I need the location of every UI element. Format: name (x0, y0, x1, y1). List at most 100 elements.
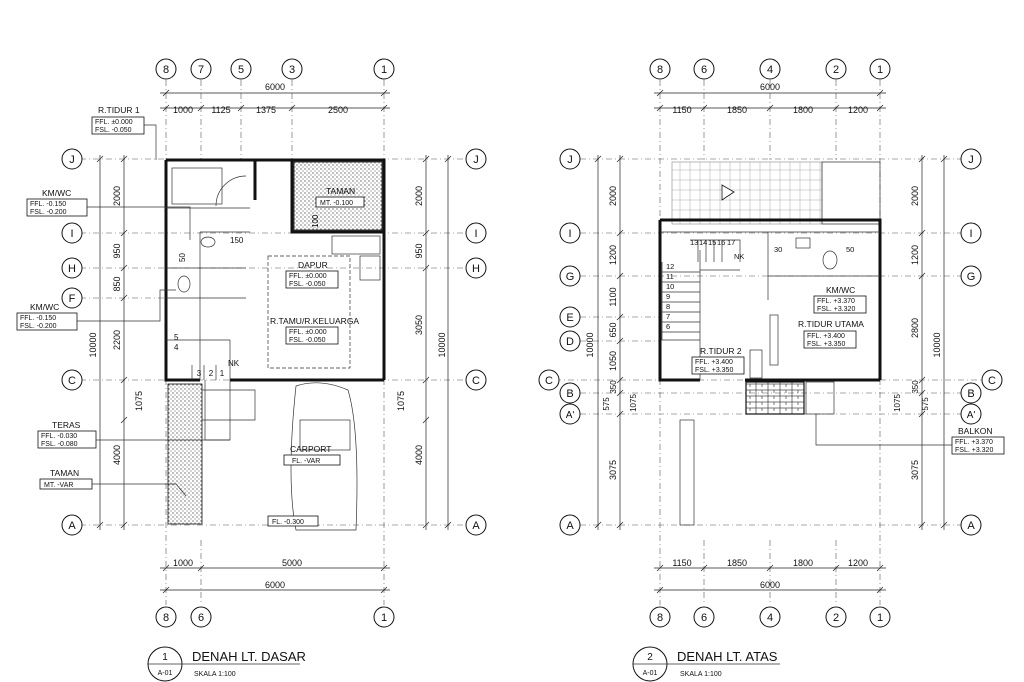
fsl-value: FSL. -0.200 (20, 323, 57, 330)
grid-bubble: 3 (289, 64, 295, 76)
plan1-side-grid-bubbles: J I H F C A J I H C A (61, 148, 487, 536)
plan2-stairs: 6 7 8 9 10 11 12 13 14 15 16 17 NK (666, 238, 744, 331)
plan1-dim-right: 1075 (396, 391, 406, 411)
plan2-total-side-right: 10000 (932, 332, 942, 357)
grid-bubble: C (988, 375, 996, 387)
plan2-total-bottom: 6000 (760, 580, 780, 590)
grid-bubble: H (472, 263, 480, 275)
plan2-dim-left: 575 (602, 397, 611, 411)
plan1-dim-left: 1075 (134, 391, 144, 411)
plan2-dim-right: 2800 (910, 318, 920, 338)
stair-number: 14 (699, 238, 707, 247)
ffl-value: FFL. +3.370 (817, 298, 855, 305)
plan2-room-labels: KM/WC FFL. +3.370 FSL. +3.320 R.TIDUR UT… (691, 285, 1005, 455)
fsl-value: FSL. +3.320 (955, 447, 993, 454)
fsl-value: FSL. -0.080 (41, 441, 78, 448)
stair-number: 16 (717, 238, 725, 247)
ffl-value: FFL. +3.370 (955, 439, 993, 446)
ffl-value: FFL. -0.150 (20, 315, 56, 322)
plan2-dim-left: 2000 (608, 186, 618, 206)
grid-bubble: J (567, 154, 573, 166)
plan2-dim-bottom: 1150 (672, 558, 691, 568)
room-km-wc: KM/WC (30, 302, 59, 312)
sheet-number: A-01 (158, 670, 173, 677)
dim-50: 50 (178, 253, 187, 262)
plan2-dim-top: 1850 (727, 105, 747, 115)
grid-bubble: J (968, 154, 974, 166)
fsl-value: FSL. +3.320 (817, 306, 855, 313)
fsl-value: FSL. -0.200 (30, 209, 67, 216)
stair-number: 7 (666, 312, 670, 321)
plan2-dim-bottom: 1800 (793, 558, 813, 568)
room-r-tidur-utama: R.TIDUR UTAMA (798, 319, 864, 329)
stair-number: 9 (666, 292, 670, 301)
plan2-dim-right: 2000 (910, 186, 920, 206)
stair-number: 5 (174, 333, 179, 342)
room-r-tidur-2: R.TIDUR 2 (700, 346, 742, 356)
drawing-scale: SKALA 1:100 (194, 671, 236, 678)
mt-value: MT. -0.100 (320, 200, 353, 207)
grid-bubble: A (472, 520, 480, 532)
grid-bubble: 8 (657, 64, 663, 76)
plan1-dim-left: 950 (112, 243, 122, 258)
plan2-dim-left: 650 (608, 322, 618, 337)
grid-bubble: I (70, 228, 73, 240)
plan1-dim-top-2: 1125 (211, 105, 230, 115)
grid-bubble: J (69, 154, 75, 166)
plan2-total-side-left: 10000 (585, 332, 595, 357)
grid-bubble: D (566, 336, 574, 348)
grid-bubble: 6 (701, 612, 707, 624)
stair-number: 17 (727, 238, 735, 247)
ffl-value: FFL. ±0.000 (95, 119, 133, 126)
room-r-tidur-1: R.TIDUR 1 (98, 105, 140, 115)
plan1-bottom-dims: 1000 5000 6000 8 6 1 (155, 558, 395, 628)
plan2-dim-right: 3075 (910, 460, 920, 480)
grid-bubble: 6 (198, 612, 204, 624)
grid-bubble: J (473, 154, 479, 166)
stair-number: 12 (666, 262, 674, 271)
plan1-dim-left: 4000 (112, 445, 122, 465)
stair-number: 3 (197, 369, 202, 378)
grid-bubble: 2 (833, 612, 839, 624)
plan2-title-block: 2 A-01 DENAH LT. ATAS SKALA 1:100 (632, 646, 780, 682)
grid-bubble: 1 (877, 64, 883, 76)
grid-bubble: I (568, 228, 571, 240)
room-dapur: DAPUR (298, 260, 328, 270)
grid-bubble: C (472, 375, 480, 387)
plan2-dim-bottom: 1200 (848, 558, 868, 568)
plan1-left-dims: 10000 2000 950 850 2200 1075 4000 (88, 155, 144, 530)
nk-label: NK (228, 359, 240, 368)
fsl-value: FSL. -0.050 (289, 337, 326, 344)
stair-number: 2 (209, 369, 214, 378)
plan1-dim-top-3: 1375 (256, 105, 276, 115)
drawing-scale: SKALA 1:100 (680, 671, 722, 678)
plan1-dim-left: 850 (112, 276, 122, 291)
plan1-dim-bottom: 5000 (282, 558, 302, 568)
plan1-right-dims: 2000 950 3050 1075 4000 10000 (396, 155, 452, 530)
grid-bubble: 1 (877, 612, 883, 624)
plan1-dim-right: 950 (414, 243, 424, 258)
plan1-floor: 3 2 1 4 5 NK 150 50 100 (164, 158, 386, 531)
stair-number: 1 (220, 369, 225, 378)
ffl-value: FFL. +3.400 (807, 333, 845, 340)
grid-bubble: 6 (701, 64, 707, 76)
grid-bubble: 5 (238, 64, 244, 76)
grid-bubble: 1 (381, 64, 387, 76)
grid-bubble: 7 (198, 64, 204, 76)
plan1-total-side-left: 10000 (88, 332, 98, 357)
grid-bubble: C (68, 375, 76, 387)
plan1-stairs: 3 2 1 4 5 NK (174, 333, 240, 380)
plan1-dim-right: 2000 (414, 186, 424, 206)
plan-lt-atas: 6000 1150 1850 1800 1200 8 6 4 2 1 J I G… (538, 58, 1005, 682)
plan1-dim-bottom: 1000 (173, 558, 193, 568)
grid-bubble: E (566, 312, 573, 324)
grid-bubble: A (68, 520, 76, 532)
grid-bubble: I (474, 228, 477, 240)
drawing-title: DENAH LT. DASAR (192, 649, 306, 664)
plan2-dim-right: 1075 (893, 394, 902, 412)
stair-number: 11 (666, 272, 674, 281)
fsl-value: FSL. -0.050 (95, 127, 132, 134)
plan1-total-bottom: 6000 (265, 580, 285, 590)
plan2-dim-left: 1075 (629, 394, 638, 412)
